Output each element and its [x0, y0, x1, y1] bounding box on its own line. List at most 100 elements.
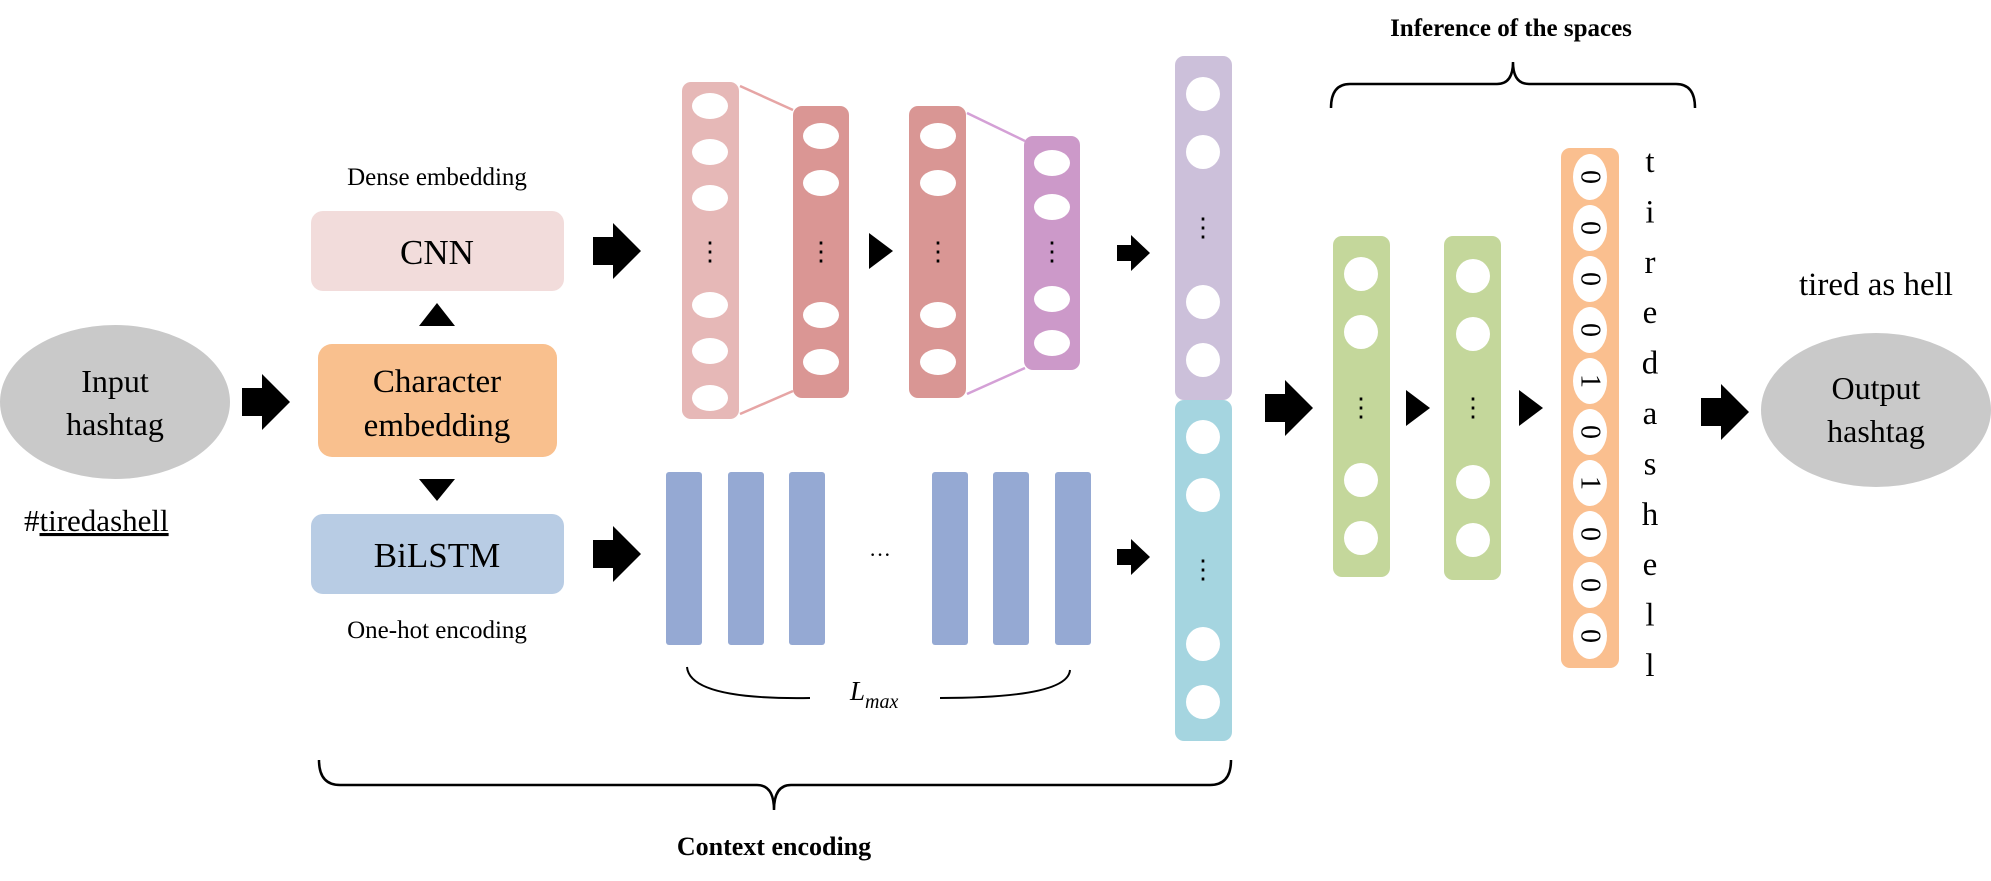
arrow-cnn-to-network: [593, 223, 641, 279]
bilstm-bar: [728, 472, 764, 645]
cnn-layer-3-nodes: [920, 123, 956, 375]
cnn-layer-2-vdots: ⋮: [808, 237, 834, 266]
bit-value: 0: [1575, 629, 1606, 643]
bit-node: [1573, 256, 1607, 302]
hashtag-letter: t: [1645, 144, 1654, 180]
context-vector-top: [1175, 56, 1232, 400]
cnn-connector-top-2: [966, 111, 1026, 143]
inference-label: Inference of the spaces: [1390, 15, 1632, 42]
bit-node: [1573, 154, 1607, 200]
bit-value: 1: [1575, 476, 1606, 490]
arrow-pooling: [869, 233, 893, 269]
arrow-dense-1-to-2: [1406, 390, 1430, 426]
cnn-layer-1-vdots: ⋮: [697, 237, 723, 266]
character-embedding-box: [318, 344, 557, 457]
context-encoding-label: Context encoding: [677, 832, 871, 861]
char-embedding-line1: Character: [373, 364, 501, 400]
arrow-input-to-embedding: [242, 374, 290, 430]
hash-prefix: #: [24, 503, 40, 538]
context-bottom-vdots: ⋮: [1190, 555, 1216, 584]
bit-node: [1573, 409, 1607, 455]
input-label-line2: hashtag: [66, 406, 164, 442]
cnn-layer-4-nodes: [1034, 150, 1070, 356]
arrow-up-to-cnn: [419, 303, 455, 326]
bilstm-bar: [789, 472, 825, 645]
bilstm-bar: [993, 472, 1029, 645]
context-vector-top-nodes: [1186, 77, 1220, 377]
hashtag-text: tiredashell: [40, 503, 169, 538]
cnn-label: CNN: [400, 233, 474, 272]
hashtag-letter: a: [1643, 396, 1658, 432]
hashtag-letter: s: [1644, 446, 1657, 482]
hashtag-letter: e: [1643, 547, 1658, 583]
bit-value: 0: [1575, 578, 1606, 592]
cnn-box: [311, 211, 564, 291]
hashtag-letter: d: [1642, 346, 1659, 382]
input-label-line1: Input: [81, 363, 149, 399]
output-result-text: tired as hell: [1799, 267, 1953, 303]
context-top-vdots: ⋮: [1190, 213, 1216, 242]
hashtag-letters: tiredashell: [1642, 144, 1659, 684]
lmax-subscript: max: [865, 691, 898, 713]
cnn-layer-4-vdots: ⋮: [1039, 237, 1065, 266]
bilstm-label: BiLSTM: [374, 536, 500, 575]
hashtag-letter: r: [1645, 245, 1656, 281]
bit-node: [1573, 307, 1607, 353]
cnn-connector-bottom-2: [966, 366, 1026, 396]
arrow-dense-2-to-bits: [1519, 390, 1543, 426]
input-hashtag-example: #tiredashell: [24, 503, 169, 538]
inference-brace: [1329, 61, 1697, 109]
hashtag-letter: i: [1645, 194, 1654, 230]
bit-value: 0: [1575, 323, 1606, 337]
arrow-down-to-bilstm: [419, 479, 455, 501]
bit-value: 0: [1575, 221, 1606, 235]
hashtag-letter: e: [1643, 295, 1658, 331]
bilstm-bar: [666, 472, 702, 645]
arrow-context-to-dense: [1265, 380, 1313, 436]
cnn-layer-1-nodes: [692, 93, 728, 411]
dense-layer-2-vdots: ⋮: [1460, 393, 1486, 422]
bit-value: 0: [1575, 425, 1606, 439]
bilstm-bar: [932, 472, 968, 645]
dense-layer-1: [1333, 236, 1390, 577]
context-encoding-brace: [317, 759, 1233, 811]
arrow-bilstm-to-network: [593, 526, 641, 582]
bilstm-bars: [666, 472, 1091, 645]
lmax-label: Lmax: [849, 676, 898, 713]
lmax-main: L: [849, 676, 865, 706]
bit-node: [1573, 358, 1607, 404]
arrow-bilstm-to-context: [1117, 539, 1150, 575]
bilstm-ellipsis: ···: [869, 542, 891, 567]
dense-embedding-label: Dense embedding: [347, 164, 527, 191]
bit-value: 0: [1575, 272, 1606, 286]
dense-layer-1-nodes: [1344, 257, 1378, 555]
lmax-brace-right: [939, 669, 1071, 699]
dense-layer-2: [1444, 236, 1501, 580]
bit-node: [1573, 613, 1607, 659]
cnn-connector-top-1: [739, 84, 794, 112]
bit-value: 0: [1575, 527, 1606, 541]
cnn-layer-3-vdots: ⋮: [925, 237, 951, 266]
hashtag-letter: h: [1642, 497, 1659, 533]
bit-node: [1573, 511, 1607, 557]
input-hashtag-ellipse: [0, 325, 230, 479]
dense-layer-2-nodes: [1456, 259, 1490, 557]
output-label-line2: hashtag: [1827, 413, 1925, 449]
char-embedding-line2: embedding: [364, 408, 511, 444]
bit-node: [1573, 460, 1607, 506]
lmax-brace-left: [686, 666, 811, 700]
cnn-layer-4: [1024, 136, 1080, 370]
one-hot-encoding-label: One-hot encoding: [347, 617, 527, 644]
bilstm-bar: [1055, 472, 1091, 645]
dense-layer-1-vdots: ⋮: [1348, 393, 1374, 422]
hashtag-letter: l: [1645, 598, 1654, 634]
arrow-to-output: [1701, 384, 1749, 440]
bit-node: [1573, 562, 1607, 608]
output-hashtag-ellipse: [1761, 333, 1991, 487]
context-vector-bottom-nodes: [1186, 420, 1220, 719]
bit-value: 0: [1575, 170, 1606, 184]
cnn-layer-1: [682, 82, 739, 419]
bilstm-box: [311, 514, 564, 594]
